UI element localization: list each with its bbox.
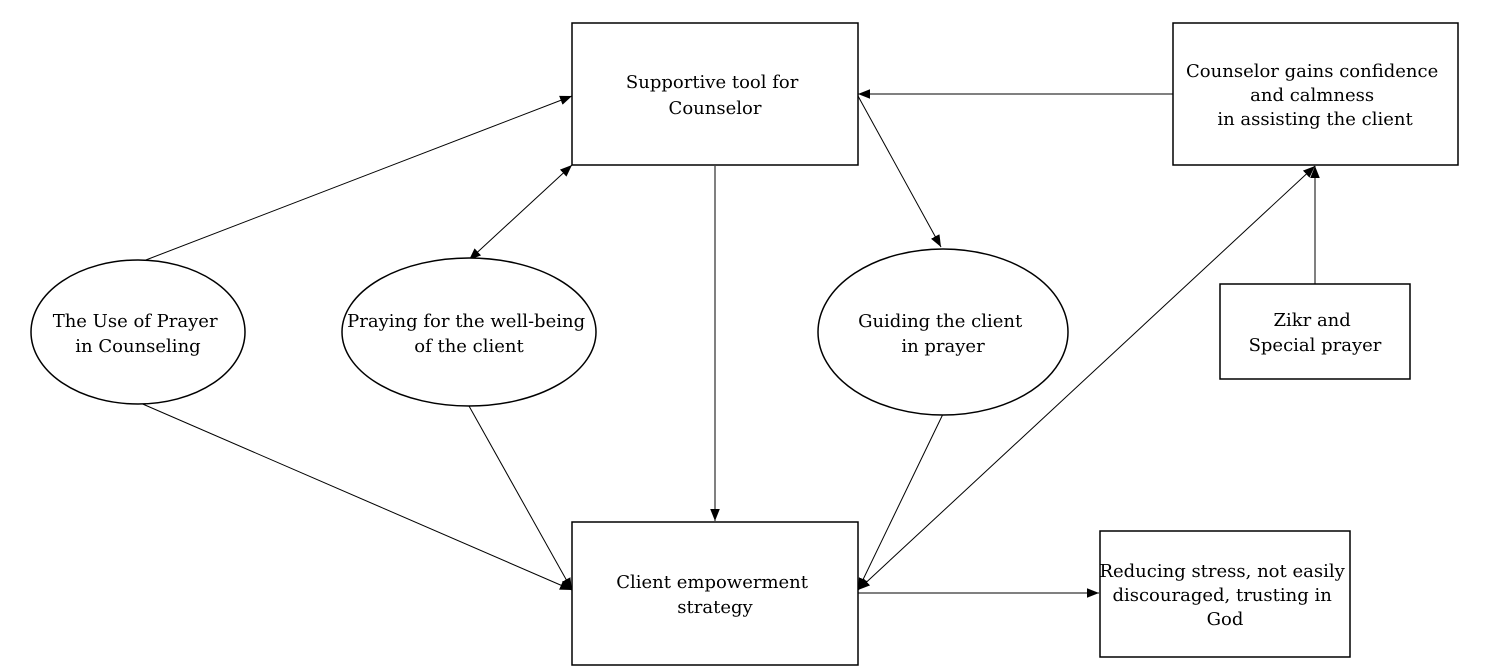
connector-empowerment-counselor-gains xyxy=(857,165,1316,591)
supportive-tool-line-1: Supportive tool for xyxy=(626,72,799,93)
svg-text:Guiding the client in pr: Guiding the client in prayer xyxy=(858,311,1028,357)
reducing-stress-line-1: Reducing stress, not easily xyxy=(1099,561,1345,582)
praying-wellbeing-line-1: Praying for the well-being xyxy=(347,311,585,332)
use-of-prayer-line-2: in Counseling xyxy=(75,336,200,357)
node-counselor-gains: Counselor gains confidence and calmness … xyxy=(1172,22,1459,166)
counselor-gains-line-3: in assisting the client xyxy=(1217,109,1413,130)
connector-praying-wellbeing-to-empowerment xyxy=(468,405,573,591)
node-zikr: Zikr and Special prayer xyxy=(1219,283,1411,380)
node-praying-wellbeing: Praying for the well-being of the client xyxy=(341,257,597,407)
svg-text:Praying for the well-being: Praying for the well-being of the client xyxy=(347,311,591,357)
connector-guiding-client-to-empowerment xyxy=(857,413,944,591)
svg-text:Zikr and Special prayer: Zikr and Special prayer xyxy=(1249,310,1382,356)
svg-text:Supportive tool for Coun: Supportive tool for Counselor xyxy=(626,72,804,119)
client-empowerment-line-2: strategy xyxy=(677,597,753,618)
node-guiding-client: Guiding the client in prayer xyxy=(817,248,1069,416)
svg-text:Counselor gains confidence: Counselor gains confidence and calmness … xyxy=(1186,61,1444,130)
reducing-stress-line-2: discouraged, trusting in xyxy=(1112,585,1332,606)
counselor-gains-line-2: and calmness xyxy=(1250,85,1374,106)
connector-supportive-tool-praying-wellbeing xyxy=(468,164,573,261)
svg-text:Client empowerment strat: Client empowerment strategy xyxy=(616,572,814,618)
connector-prayer-use-to-empowerment xyxy=(137,401,573,591)
node-reducing-stress: Reducing stress, not easily discouraged,… xyxy=(1099,530,1351,658)
guiding-client-line-1: Guiding the client xyxy=(858,311,1023,332)
reducing-stress-line-3: God xyxy=(1207,609,1244,630)
svg-text:Reducing stress, not easily: Reducing stress, not easily discouraged,… xyxy=(1099,561,1350,630)
zikr-line-2: Special prayer xyxy=(1249,335,1382,356)
node-client-empowerment: Client empowerment strategy xyxy=(571,521,859,666)
connectors xyxy=(137,89,1320,598)
node-supportive-tool: Supportive tool for Counselor xyxy=(571,22,859,166)
connector-supportive-tool-to-guiding-client xyxy=(857,95,942,248)
zikr-line-1: Zikr and xyxy=(1273,310,1350,331)
praying-wellbeing-line-2: of the client xyxy=(414,336,524,357)
node-use-of-prayer: The Use of Prayer in Counseling xyxy=(30,259,246,405)
client-empowerment-line-1: Client empowerment xyxy=(616,572,809,593)
svg-text:The Use of Prayer in Cou: The Use of Prayer in Counseling xyxy=(53,311,224,357)
connector-prayer-use-to-supportive-tool xyxy=(137,95,573,264)
use-of-prayer-line-1: The Use of Prayer xyxy=(53,311,218,332)
counselor-gains-line-1: Counselor gains confidence xyxy=(1186,61,1438,82)
guiding-client-line-2: in prayer xyxy=(901,336,985,357)
supportive-tool-line-2: Counselor xyxy=(669,98,762,119)
